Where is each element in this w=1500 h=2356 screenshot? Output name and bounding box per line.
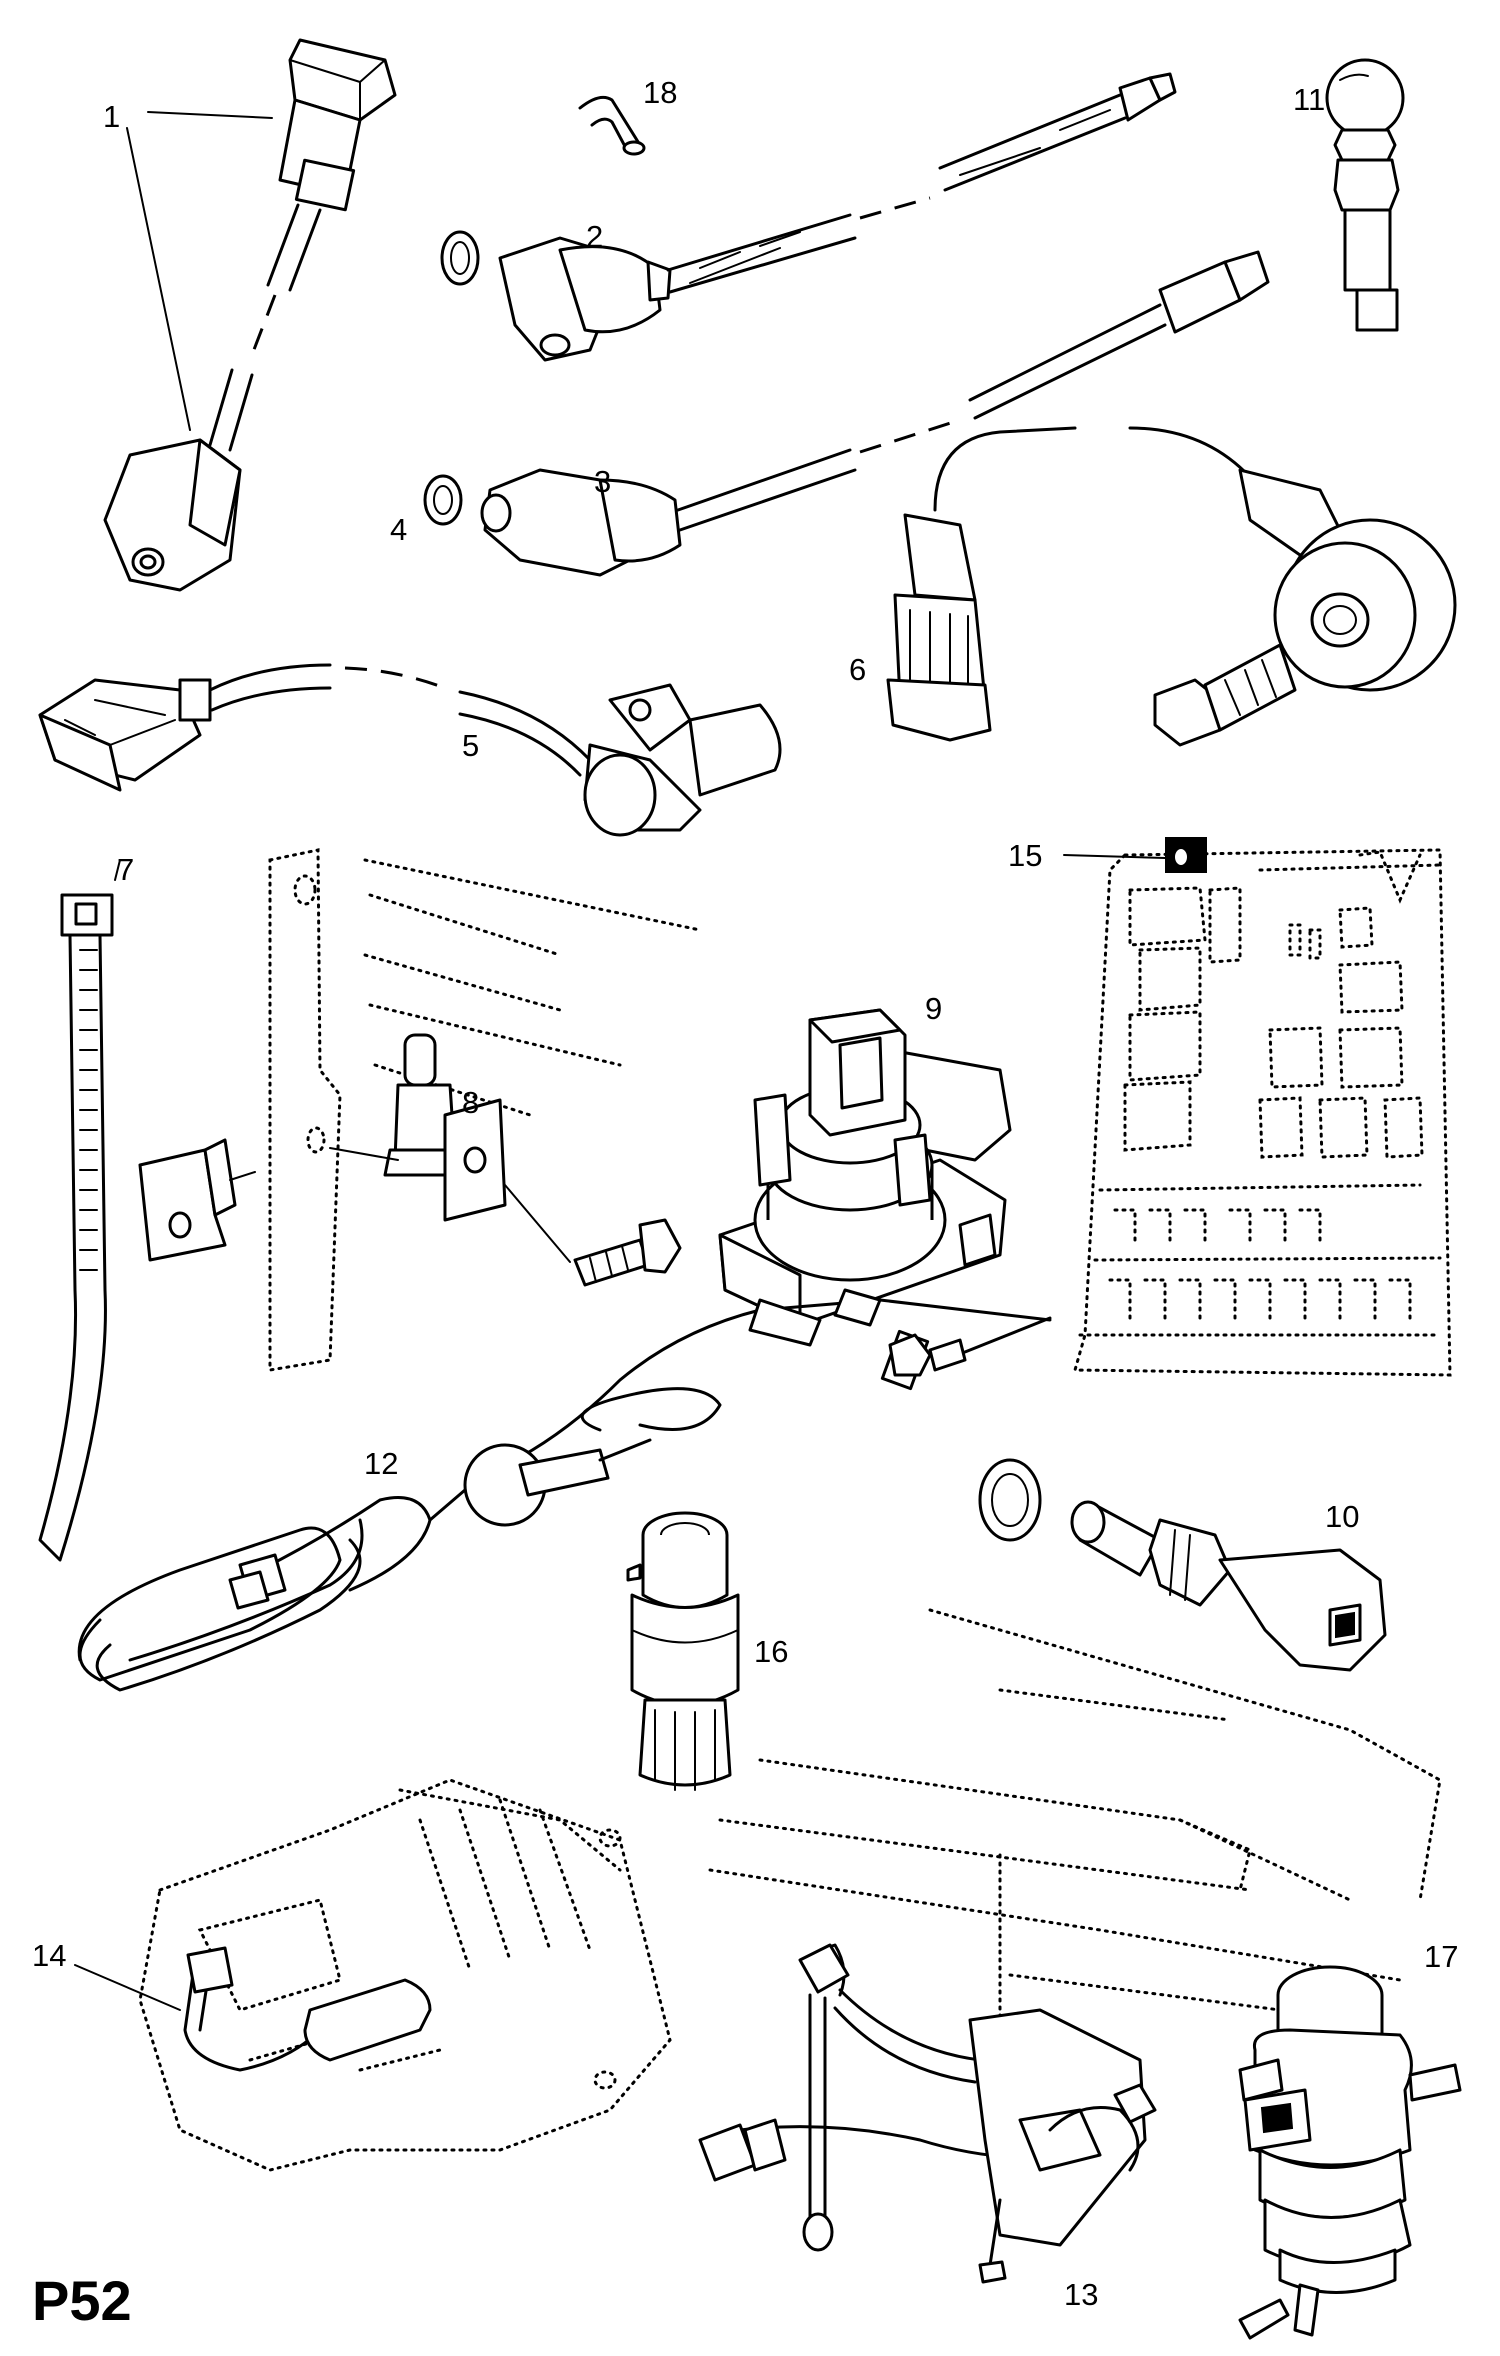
part-1-sensor: [103, 38, 397, 592]
part-12-harness-upper: [493, 1288, 1052, 1472]
part-17-solenoid-valve: [1238, 1965, 1462, 2340]
part-15-fuse-box: [1063, 837, 1452, 1377]
part-label-17: 17: [1424, 1939, 1458, 1974]
part-label-5: 5: [462, 728, 479, 763]
lower-structure: [708, 1608, 1442, 2012]
part-4-o-ring: [423, 474, 463, 526]
part-label-7: 7: [117, 852, 134, 887]
part-label-3: 3: [594, 464, 611, 499]
mounting-bracket: [268, 848, 702, 1372]
page-code: P52: [32, 2269, 132, 2332]
part-14-floor-panel: [138, 1778, 672, 2172]
part-10-washer: [978, 1458, 1042, 1542]
part-11-temp-sender: [1325, 58, 1405, 332]
part-label-14: 14: [32, 1938, 66, 1973]
part-label-9: 9: [925, 991, 942, 1026]
part-8-sensor: [329, 1033, 682, 1287]
part-3-sensor: [480, 250, 1270, 577]
part-label-1: 1: [103, 99, 120, 134]
part-7-clip: [138, 1138, 256, 1262]
part-7-cable-tie: [38, 859, 121, 1562]
part-label-13: 13: [1064, 2277, 1098, 2312]
part-label-15: 15: [1008, 838, 1042, 873]
part-label-16: 16: [754, 1634, 788, 1669]
part-label-6: 6: [849, 652, 866, 687]
part-14-sensor: [74, 1946, 432, 2072]
part-12-coiled-sensor: [77, 1438, 652, 1692]
part-label-11: 11: [1293, 82, 1325, 117]
part-label-18: 18: [643, 75, 677, 110]
part-2-sensor: [440, 72, 1177, 362]
part-label-4: 4: [390, 512, 407, 547]
part-label-8: 8: [462, 1085, 479, 1120]
part-13-harness: [698, 1853, 1157, 2284]
part-label-10: 10: [1325, 1499, 1359, 1534]
part-6-knock-sensor: [886, 426, 1457, 747]
part-label-2: 2: [586, 219, 603, 254]
part-16-pressure-switch: [626, 1511, 740, 1791]
part-label-12: 12: [364, 1446, 398, 1481]
part-5-crank-sensor: [38, 663, 782, 837]
part-10-sensor: [1070, 1500, 1387, 1672]
part-18-hose: [578, 95, 646, 156]
part-9-switch: [718, 1008, 1012, 1327]
